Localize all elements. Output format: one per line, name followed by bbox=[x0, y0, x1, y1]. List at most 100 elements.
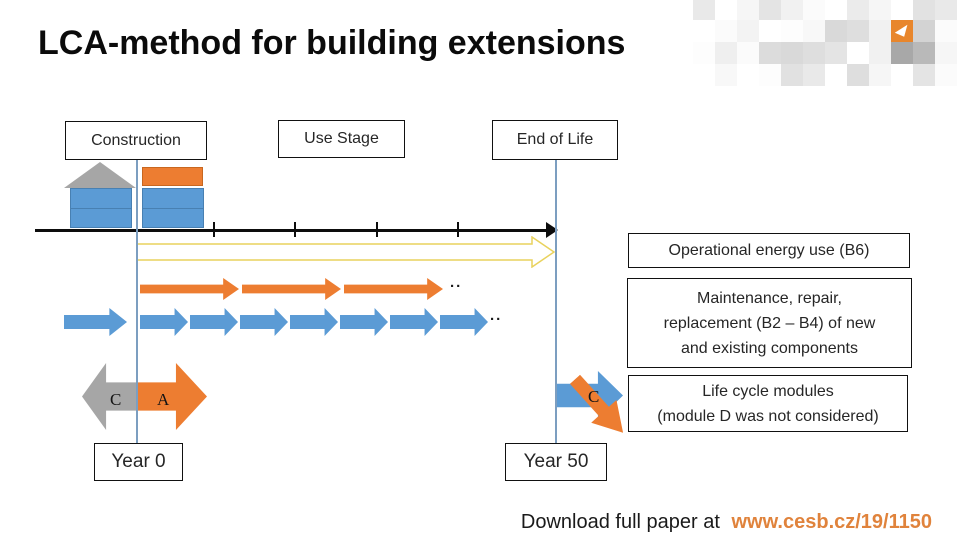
footer-caption: Download full paper at www.cesb.cz/19/11… bbox=[521, 511, 932, 534]
deco-square bbox=[869, 42, 891, 64]
extension-body-icon bbox=[142, 188, 204, 228]
deco-square bbox=[781, 20, 803, 42]
deco-square bbox=[847, 0, 869, 20]
existing-component-arrow bbox=[290, 308, 338, 336]
deco-square bbox=[869, 20, 891, 42]
deco-square bbox=[715, 0, 737, 20]
deco-square bbox=[737, 64, 759, 86]
timeline-tick bbox=[294, 222, 296, 237]
existing-component-arrow bbox=[440, 308, 488, 336]
deco-square bbox=[781, 42, 803, 64]
replacement-cycle-arrow bbox=[344, 278, 443, 300]
deco-square bbox=[781, 0, 803, 20]
deco-square bbox=[869, 0, 891, 20]
deco-square bbox=[847, 64, 869, 86]
slide-title: LCA-method for building extensions bbox=[38, 24, 626, 62]
stage-box-use-stage: Use Stage bbox=[278, 120, 405, 158]
deco-square bbox=[913, 0, 935, 20]
existing-component-arrow bbox=[240, 308, 288, 336]
timeline-axis bbox=[35, 229, 548, 232]
deco-square bbox=[913, 42, 935, 64]
existing-component-arrow bbox=[140, 308, 188, 336]
deco-square bbox=[715, 64, 737, 86]
deco-square bbox=[803, 20, 825, 42]
deco-square bbox=[803, 0, 825, 20]
existing-building-arrow bbox=[64, 308, 127, 336]
paper-plane-icon bbox=[894, 24, 908, 37]
stage-label-use-stage: Use Stage bbox=[304, 130, 379, 147]
existing-component-arrow bbox=[390, 308, 438, 336]
existing-house-body-icon bbox=[70, 188, 132, 228]
deco-square bbox=[847, 42, 869, 64]
deco-square bbox=[693, 0, 715, 20]
deco-square bbox=[891, 42, 913, 64]
annotation-maintenance-text: Maintenance, repair, replacement (B2 – B… bbox=[663, 289, 876, 357]
deco-square bbox=[803, 64, 825, 86]
deco-square bbox=[737, 0, 759, 20]
deco-square bbox=[935, 0, 957, 20]
deco-square bbox=[891, 0, 913, 20]
annotation-operational-energy: Operational energy use (B6) bbox=[628, 233, 910, 268]
stage-box-end-of-life: End of Life bbox=[492, 120, 618, 160]
deco-square bbox=[715, 20, 737, 42]
module-letter-a-new: A bbox=[157, 390, 170, 409]
deco-square bbox=[825, 42, 847, 64]
deco-square bbox=[913, 20, 935, 42]
footer-paper-link[interactable]: www.cesb.cz/19/1150 bbox=[731, 511, 933, 533]
annotation-maintenance: Maintenance, repair, replacement (B2 – B… bbox=[627, 278, 912, 368]
existing-component-arrow bbox=[340, 308, 388, 336]
replacement-cycle-arrow bbox=[140, 278, 239, 300]
timeline-tick bbox=[213, 222, 215, 237]
annotation-life-cycle-modules: Life cycle modules (module D was not con… bbox=[628, 375, 908, 432]
ellipsis-dots: .. bbox=[450, 274, 463, 291]
deco-square bbox=[825, 20, 847, 42]
year50-guide-line bbox=[555, 160, 557, 443]
stage-label-construction: Construction bbox=[91, 131, 181, 149]
deco-square bbox=[693, 20, 715, 42]
deco-square bbox=[693, 42, 715, 64]
existing-house-roof-icon bbox=[64, 162, 136, 188]
module-letter-c-existing: C bbox=[110, 390, 122, 409]
deco-square bbox=[715, 42, 737, 64]
year0-label: Year 0 bbox=[111, 451, 166, 472]
logo-deco-grid bbox=[693, 0, 957, 86]
deco-square bbox=[737, 42, 759, 64]
deco-square bbox=[847, 20, 869, 42]
deco-square bbox=[781, 64, 803, 86]
year0-guide-line bbox=[136, 160, 138, 443]
operational-energy-arrow-icon bbox=[136, 236, 556, 268]
assembly-new-arrow-icon bbox=[138, 363, 207, 430]
stage-box-construction: Construction bbox=[65, 121, 207, 160]
module-letter-c-year50: C bbox=[588, 387, 600, 406]
timeline-tick bbox=[376, 222, 378, 237]
deco-square bbox=[693, 64, 715, 86]
timeline-tick bbox=[457, 222, 459, 237]
deco-square bbox=[825, 0, 847, 20]
deco-square bbox=[935, 20, 957, 42]
extension-roof-icon bbox=[142, 167, 203, 186]
deco-square bbox=[759, 64, 781, 86]
deco-square bbox=[869, 64, 891, 86]
logo-orange-square bbox=[891, 20, 913, 42]
replacement-cycle-arrow bbox=[242, 278, 341, 300]
annotation-modules-text: Life cycle modules (module D was not con… bbox=[657, 382, 879, 425]
deco-square bbox=[759, 0, 781, 20]
footer-prefix: Download full paper at bbox=[520, 511, 720, 533]
deco-square bbox=[803, 42, 825, 64]
deco-square bbox=[935, 64, 957, 86]
deco-square bbox=[759, 20, 781, 42]
year50-box: Year 50 bbox=[505, 443, 607, 481]
year50-label: Year 50 bbox=[523, 451, 589, 472]
deco-square bbox=[891, 64, 913, 86]
deco-square bbox=[825, 64, 847, 86]
existing-component-arrow bbox=[190, 308, 238, 336]
existing-arrows-row bbox=[140, 308, 500, 336]
year0-box: Year 0 bbox=[94, 443, 183, 481]
deco-square bbox=[759, 42, 781, 64]
deco-square bbox=[935, 42, 957, 64]
stage-label-end-of-life: End of Life bbox=[516, 131, 594, 148]
ellipsis-dots: .. bbox=[490, 307, 503, 324]
annotation-operational-text: Operational energy use (B6) bbox=[668, 242, 870, 259]
replacement-arrows-row bbox=[140, 278, 460, 300]
